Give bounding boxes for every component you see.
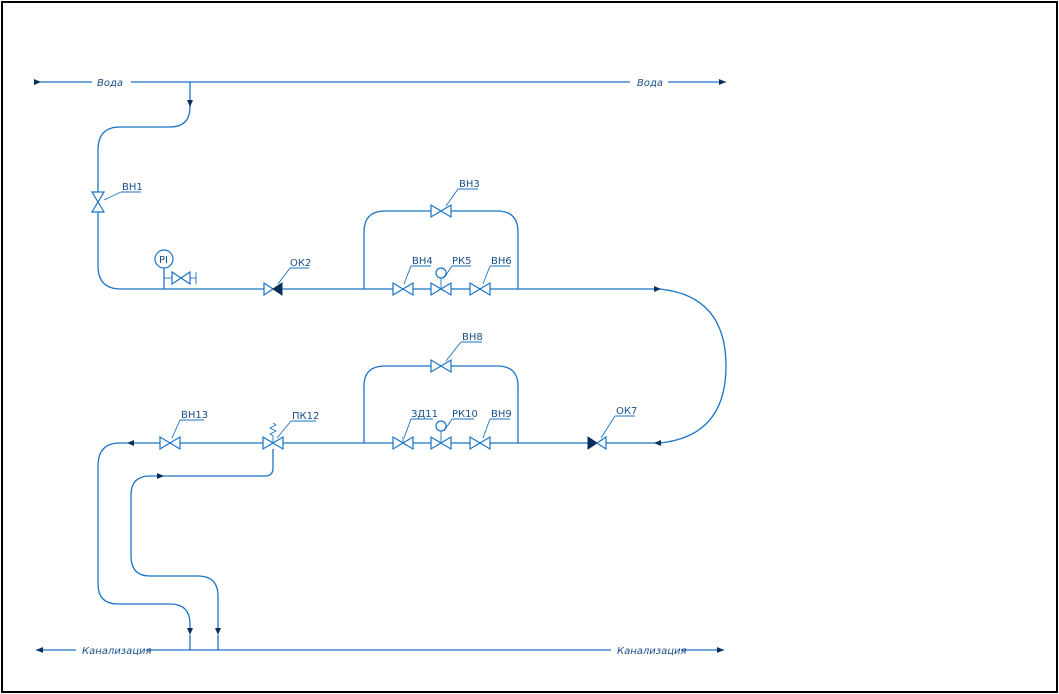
valve-vn9[interactable]: ВН9 — [469, 409, 512, 451]
water-in-label: Вода — [97, 78, 123, 89]
water-out-label: Вода — [637, 78, 663, 89]
valve-vn4[interactable]: ВН4 — [392, 256, 433, 297]
tag-ok2: ОК2 — [290, 258, 311, 269]
sewer-line: Канализация Канализация — [36, 646, 724, 657]
tag-vn9: ВН9 — [491, 409, 512, 420]
tag-vn4: ВН4 — [412, 256, 433, 267]
tag-vn1: ВН1 — [122, 182, 143, 193]
tag-ok7: ОК7 — [616, 406, 637, 417]
water-out-arrow — [719, 79, 726, 85]
water-supply-line: Вода Вода — [34, 78, 726, 89]
supply-branch — [97, 82, 264, 290]
safety-valve-pk12[interactable]: ПК12 — [130, 411, 319, 635]
check-valve-ok7[interactable]: ОК7 — [587, 406, 637, 451]
sewer-left-label: Канализация — [82, 646, 152, 657]
valve-zd11[interactable]: ЗД11 — [392, 409, 438, 451]
check-valve-ok2[interactable]: ОК2 — [263, 258, 311, 297]
valve-vn13[interactable]: ВН13 — [159, 410, 208, 451]
tag-rk5: РК5 — [452, 256, 472, 267]
tag-vn6: ВН6 — [491, 256, 512, 267]
gauge-label: PI — [159, 255, 168, 266]
tag-vn3: ВН3 — [459, 179, 480, 190]
tag-pk12: ПК12 — [292, 411, 319, 422]
tag-rk10: РК10 — [452, 409, 478, 420]
lower-manifold — [127, 365, 661, 446]
control-valve-rk5[interactable]: РК5 — [430, 256, 472, 297]
valve-vn3[interactable]: ВН3 — [430, 179, 480, 219]
valve-vn8[interactable]: ВН8 — [430, 332, 483, 374]
drain-line — [97, 442, 219, 650]
sewer-right-label: Канализация — [617, 646, 687, 657]
valve-vn6[interactable]: ВН6 — [469, 256, 512, 297]
control-valve-rk10[interactable]: РК10 — [430, 409, 478, 451]
tag-zd11: ЗД11 — [411, 409, 438, 420]
valve-vn1[interactable]: ВН1 — [90, 182, 143, 213]
pressure-gauge: PI — [154, 249, 197, 289]
tag-vn13: ВН13 — [181, 410, 208, 421]
upper-manifold — [282, 210, 727, 444]
tag-vn8: ВН8 — [462, 332, 483, 343]
